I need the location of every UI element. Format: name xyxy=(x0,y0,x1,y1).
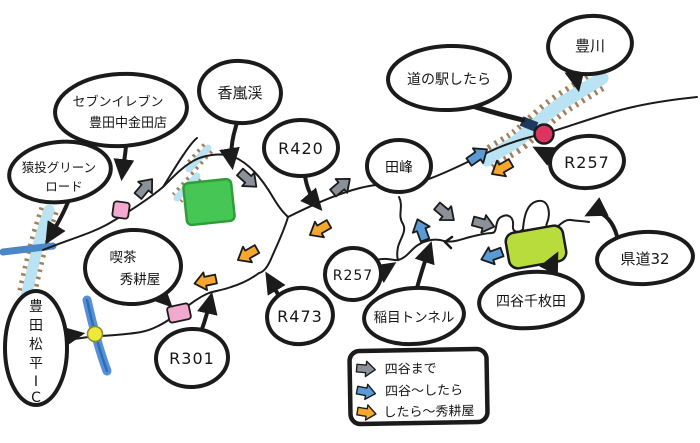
orange-route-arrow-2 xyxy=(309,219,333,239)
r301-connector-arrow xyxy=(197,291,218,331)
bubble-matsudaira-char5: I xyxy=(34,374,38,390)
bubble-sanage-line2: ロード xyxy=(45,179,83,194)
legend-item-1-label: 四谷まで xyxy=(385,362,437,378)
label-bubbles: セブンイレブン 豊田中金田店 猿投グリーン ロード 香嵐渓 R420 道の駅した… xyxy=(3,13,695,407)
bubble-r257-top: R257 xyxy=(548,133,626,191)
bubble-matsudaira-char1: 豊 xyxy=(29,299,43,315)
matsudaira-connector-arrow xyxy=(61,326,86,348)
orange-route-arrow-4 xyxy=(193,271,218,291)
blue-route-arrow-3 xyxy=(480,246,505,266)
bubble-r257-mid-label: R257 xyxy=(333,268,373,284)
bubble-r473-label: R473 xyxy=(277,307,323,326)
road-tick-mark xyxy=(443,235,454,250)
blue-route-arrow-2 xyxy=(411,218,431,243)
bubble-kissa-line2: 秀耕屋 xyxy=(120,271,161,288)
bubble-r301: R301 xyxy=(154,326,230,390)
bubble-r301-label: R301 xyxy=(169,349,215,368)
road-spur-north xyxy=(162,137,198,188)
road-damine-south xyxy=(396,196,406,261)
river-water xyxy=(480,71,609,167)
bubble-sanage-line1: 猿投グリーン xyxy=(22,160,96,175)
bubble-matsudaira-char3: 松 xyxy=(29,337,43,353)
river-left xyxy=(0,204,59,303)
r420-connector-arrow xyxy=(300,174,323,211)
bubble-r257-top-label: R257 xyxy=(564,153,610,172)
bubble-kissa: 喫茶 秀耕屋 xyxy=(83,227,183,307)
r473-connector-arrow xyxy=(265,271,286,298)
legend-item-3-label: したら〜秀耕屋 xyxy=(383,403,474,421)
iname-connector-arrow xyxy=(414,241,435,290)
gray-route-arrow-5 xyxy=(470,214,496,234)
bubble-toyokawa: 豊川 xyxy=(546,13,634,77)
korankei-park-area xyxy=(182,177,236,227)
gray-route-arrow-3 xyxy=(329,177,351,198)
bubble-r420-label: R420 xyxy=(278,139,324,158)
bubble-seven-eleven-line1: セブンイレブン xyxy=(72,94,163,110)
orange-route-arrow-3 xyxy=(237,244,261,264)
bubble-r473: R473 xyxy=(265,285,335,347)
bubble-seven-eleven-line2: 豊田中金田店 xyxy=(89,115,167,131)
bridge-bar xyxy=(0,242,57,256)
bubble-r420: R420 xyxy=(262,118,340,178)
gray-route-arrow-2 xyxy=(236,167,258,188)
seven-eleven-marker xyxy=(111,200,131,220)
route-arrows xyxy=(133,147,515,291)
bubble-matsudaira: 豊 田 松 平 I C xyxy=(3,289,69,407)
interchange-marker xyxy=(86,325,104,343)
kendo32-connector-arrow xyxy=(584,197,619,238)
route-legend: 四谷まで 四谷〜したら したら〜秀耕屋 xyxy=(347,346,490,427)
bubble-kendo32-label: 県道32 xyxy=(620,250,669,268)
sanage-connector-arrow xyxy=(45,200,70,245)
poi-markers xyxy=(86,116,568,343)
bubble-kendo32: 県道32 xyxy=(595,229,695,287)
bubble-kissa-line1: 喫茶 xyxy=(110,250,137,266)
legend-item-2-label: 四谷〜したら xyxy=(385,383,463,399)
bubble-iname: 稲目トンネル xyxy=(362,285,466,347)
bubble-sanage: 猿投グリーン ロード xyxy=(7,139,113,205)
bubble-michinoeki: 道の駅したら xyxy=(386,43,512,113)
road-west xyxy=(42,153,289,251)
bubble-matsudaira-char4: 平 xyxy=(29,356,43,372)
seven-eleven-connector-arrow xyxy=(113,144,135,182)
blue-route-arrow-1 xyxy=(465,147,488,167)
road-main-diagonal xyxy=(287,96,698,218)
bubble-matsudaira-char2: 田 xyxy=(29,318,43,334)
bubble-matsudaira-char6: C xyxy=(31,390,41,406)
cafe-marker xyxy=(166,302,192,324)
bubble-seven-eleven: セブンイレブン 豊田中金田店 xyxy=(53,71,189,149)
gray-route-arrow-4 xyxy=(433,201,455,222)
korankei-connector-arrow xyxy=(219,121,240,171)
bubble-damine: 田峰 xyxy=(365,138,433,194)
bubble-korankei-label: 香嵐渓 xyxy=(217,84,262,102)
michinoeki-marker xyxy=(533,123,555,145)
legend-blue-route-arrow xyxy=(355,383,377,401)
gray-route-arrow-1 xyxy=(133,178,154,200)
river-top-right xyxy=(479,68,611,170)
orange-route-arrow-1 xyxy=(491,158,515,178)
bubble-michinoeki-label: 道の駅したら xyxy=(407,72,491,88)
bubble-r257-mid: R257 xyxy=(323,245,383,303)
bubble-iname-label: 稲目トンネル xyxy=(374,310,455,326)
legend-box xyxy=(347,346,490,427)
legend-gray-route-arrow xyxy=(355,360,376,378)
bubble-damine-label: 田峰 xyxy=(385,160,413,176)
bubble-yotsuya-senmaida: 四谷千枚田 xyxy=(477,269,585,331)
bubble-toyokawa-label: 豊川 xyxy=(575,37,605,55)
legend-orange-route-arrow xyxy=(356,404,377,421)
bubble-yotsuya-senmaida-label: 四谷千枚田 xyxy=(496,294,566,310)
bubble-korankei: 香嵐渓 xyxy=(197,58,283,126)
